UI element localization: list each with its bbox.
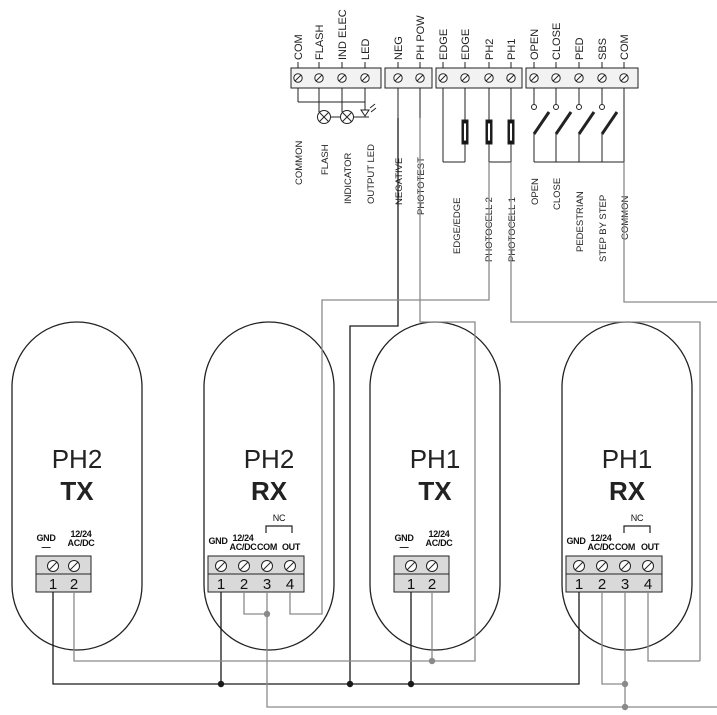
terminal-number: 1 <box>575 576 583 593</box>
label-flash: FLASH <box>320 144 331 175</box>
terminal-label: EDGE <box>438 29 450 60</box>
terminal-label: OPEN <box>529 29 541 60</box>
terminal-label: COM <box>619 34 631 60</box>
terminal-power-label: 12/24 <box>590 533 611 543</box>
terminal-power-sub: AC/DC <box>230 542 258 552</box>
terminal-number: 3 <box>263 576 271 593</box>
terminal-label: FLASH <box>314 24 326 60</box>
label-pedestrian: PEDESTRIAN <box>575 191 586 252</box>
device-role: TX <box>418 476 452 506</box>
device-ph2-tx: PH2 TX <box>11 321 143 651</box>
label-edge-edge: EDGE/EDGE <box>452 198 463 255</box>
device-name: PH2 <box>244 444 295 474</box>
terminal-number: 2 <box>240 576 248 593</box>
label-step-by-step: STEP BY STEP <box>598 195 609 262</box>
ph1-tx-terminal-block: GND — 12/24 AC/DC 1 2 <box>393 529 454 593</box>
label-indicator: INDICATOR <box>343 152 354 204</box>
label-output-led: OUTPUT LED <box>366 144 377 204</box>
terminal-number: 2 <box>428 576 436 593</box>
terminal-label: LED <box>360 39 372 60</box>
terminal-label: PH1 <box>506 39 518 60</box>
terminal-com-label: COM <box>615 542 635 552</box>
device-name: PH2 <box>52 444 103 474</box>
terminal-gnd-label: GND <box>394 533 414 543</box>
label-open: OPEN <box>530 178 541 205</box>
terminal-out-label: OUT <box>641 542 660 552</box>
label-photocell-1: PHOTOCELL 1 <box>507 197 518 262</box>
terminal-strip-group-1 <box>290 67 382 89</box>
label-common: COMMON <box>294 141 305 185</box>
label-close: CLOSE <box>552 178 563 210</box>
terminal-number: 4 <box>644 576 652 593</box>
terminal-power-label: 12/24 <box>70 529 91 539</box>
terminal-number: 1 <box>49 576 57 593</box>
terminal-strip-group-2 <box>384 67 433 89</box>
terminal-gnd-label: GND <box>36 533 56 543</box>
terminal-gnd-sub: — <box>42 542 51 552</box>
device-name: PH1 <box>410 444 461 474</box>
terminal-label: PED <box>574 37 586 60</box>
ph2-rx-terminal-block: GND 12/24 AC/DC COM OUT NC 1 2 3 4 <box>207 513 305 593</box>
device-role: RX <box>251 476 288 506</box>
board-leads <box>397 88 515 163</box>
terminal-number: 1 <box>407 576 415 593</box>
terminal-gnd-label: GND <box>566 536 586 546</box>
device-ph1-tx: PH1 TX <box>369 321 501 651</box>
terminal-gnd-sub: — <box>400 542 409 552</box>
label-phototest: PHOTOTEST <box>416 157 427 215</box>
terminal-power-sub: AC/DC <box>588 542 616 552</box>
terminal-number: 1 <box>217 576 225 593</box>
terminal-label: IND ELEC <box>337 9 349 60</box>
terminal-power-label: 12/24 <box>232 533 253 543</box>
terminal-number: 4 <box>286 576 294 593</box>
terminal-number: 2 <box>70 576 78 593</box>
device-role: TX <box>60 476 94 506</box>
terminal-label: SBS <box>597 38 609 60</box>
nc-label: NC <box>273 513 286 523</box>
terminal-gnd-label: GND <box>208 536 228 546</box>
terminal-strip-group-3 <box>435 67 523 89</box>
label-negative: NEGATIVE <box>394 158 405 205</box>
terminal-out-label: OUT <box>282 542 301 552</box>
wires <box>52 118 717 708</box>
terminal-label: PH2 <box>484 39 496 60</box>
label-common-2: COMMON <box>620 196 631 240</box>
terminal-power-label: 12/24 <box>428 529 449 539</box>
terminal-power-sub: AC/DC <box>68 538 96 548</box>
terminal-number: 3 <box>621 576 629 593</box>
device-name: PH1 <box>602 444 653 474</box>
terminal-power-sub: AC/DC <box>426 538 454 548</box>
terminal-label: CLOSE <box>551 23 563 60</box>
terminal-number: 2 <box>598 576 606 593</box>
ph1-rx-terminal-block: GND 12/24 AC/DC COM OUT NC 1 2 3 4 <box>565 513 663 593</box>
accessory-symbols <box>297 88 377 124</box>
terminal-label: EDGE <box>460 29 472 60</box>
terminal-label: COM <box>293 34 305 60</box>
nc-label: NC <box>631 513 644 523</box>
device-ph2-rx: PH2 RX <box>203 321 335 651</box>
wire-junctions <box>217 610 629 711</box>
ph2-tx-terminal-block: GND — 12/24 AC/DC 1 2 <box>35 529 96 593</box>
device-role: RX <box>609 476 646 506</box>
device-ph1-rx: PH1 RX <box>561 321 693 651</box>
push-button-symbols <box>531 88 625 163</box>
terminal-label: PH POW <box>415 15 427 60</box>
board-terminal-labels: COM FLASH IND ELEC LED NEG PH POW EDGE E… <box>293 9 631 60</box>
terminal-label: NEG <box>393 36 405 60</box>
accessory-labels: COMMON FLASH INDICATOR OUTPUT LED NEGATI… <box>294 141 631 262</box>
terminal-com-label: COM <box>257 542 277 552</box>
